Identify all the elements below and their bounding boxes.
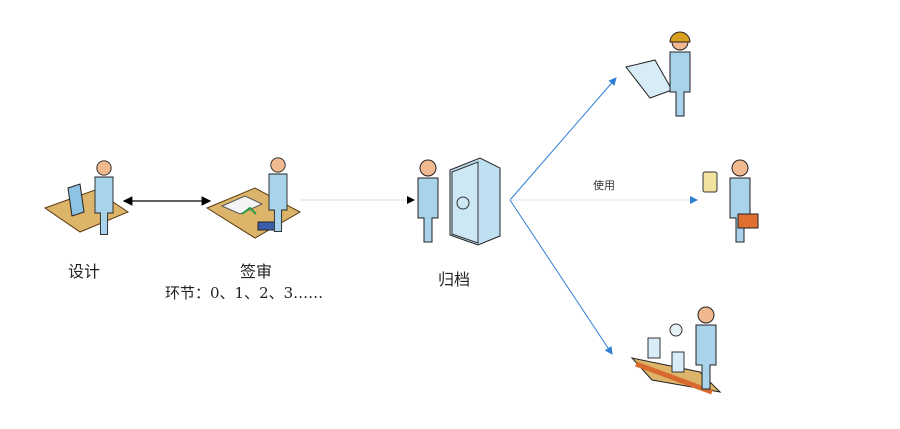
- engineer-with-blueprint-icon: [625, 31, 691, 117]
- use-arrow-top: [509, 77, 617, 201]
- use-arrow-bottom: [509, 199, 613, 355]
- reviewer-at-desk-icon: [205, 157, 302, 239]
- use-edge-label: 使用: [593, 179, 615, 192]
- archive-label: 归档: [438, 270, 471, 289]
- user-with-briefcase-icon: [702, 159, 759, 243]
- archivist-with-safe-icon: [417, 157, 501, 246]
- design-label: 设计: [68, 262, 101, 281]
- review-stages-label: 环节：0、1、2、3……: [165, 284, 324, 302]
- review-label: 签审: [240, 262, 273, 281]
- designer-at-computer-icon: [43, 160, 130, 236]
- inspector-with-conveyor-icon: [630, 306, 722, 395]
